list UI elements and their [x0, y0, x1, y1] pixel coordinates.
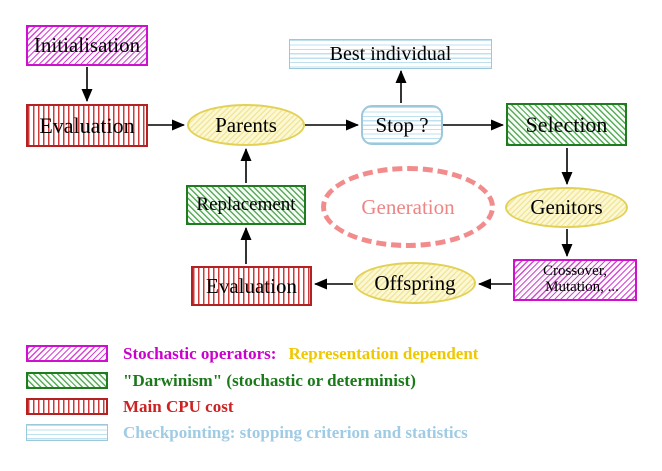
node-crossover-mutation: Crossover, Mutation, ...	[513, 259, 637, 301]
node-initialisation: Initialisation	[26, 25, 148, 66]
node-offspring-label: Offspring	[374, 270, 456, 295]
legend-swatch-checkpointing	[26, 424, 108, 441]
legend-label-cpu-cost: Main CPU cost	[123, 396, 234, 416]
node-genitors: Genitors	[505, 187, 628, 228]
legend-row-stochastic: Stochastic operators: Representation dep…	[26, 344, 478, 363]
node-generation: Generation	[321, 166, 495, 248]
legend-label-darwinism: "Darwinism" (stochastic or determinist)	[123, 370, 416, 390]
node-selection-label: Selection	[525, 111, 608, 137]
node-crossover-label-line1: Crossover,	[543, 263, 607, 280]
node-parents: Parents	[187, 104, 305, 146]
legend-row-cpu-cost: Main CPU cost	[26, 397, 233, 416]
node-best-individual-label: Best individual	[329, 42, 452, 65]
node-parents-label: Parents	[215, 112, 277, 137]
node-replacement-label: Replacement	[196, 194, 296, 216]
node-best-individual: Best individual	[289, 39, 492, 69]
node-evaluation-top-label: Evaluation	[39, 112, 135, 138]
legend-label-checkpointing: Checkpointing: stopping criterion and st…	[123, 422, 468, 442]
legend-row-darwinism: "Darwinism" (stochastic or determinist)	[26, 371, 416, 390]
legend-label-stochastic-operators: Stochastic operators:	[123, 343, 277, 363]
legend-swatch-darwinism	[26, 372, 108, 389]
node-offspring: Offspring	[354, 262, 476, 304]
legend-swatch-cpu-cost	[26, 398, 108, 415]
legend-swatch-stochastic-operators	[26, 345, 108, 362]
node-genitors-label: Genitors	[530, 195, 603, 220]
node-stop-label: Stop ?	[375, 112, 429, 137]
node-crossover-label-line2: Mutation, ...	[545, 279, 619, 295]
node-selection: Selection	[506, 103, 627, 146]
node-initialisation-label: Initialisation	[33, 33, 141, 58]
node-generation-label: Generation	[361, 194, 455, 219]
node-evaluation-bottom: Evaluation	[191, 266, 312, 306]
node-evaluation-bottom-label: Evaluation	[206, 273, 297, 298]
node-replacement: Replacement	[186, 185, 306, 225]
legend-row-checkpointing: Checkpointing: stopping criterion and st…	[26, 423, 468, 442]
node-stop: Stop ?	[361, 105, 443, 145]
legend-label-representation-dependent: Representation dependent	[288, 343, 479, 363]
node-evaluation-top: Evaluation	[26, 104, 148, 147]
